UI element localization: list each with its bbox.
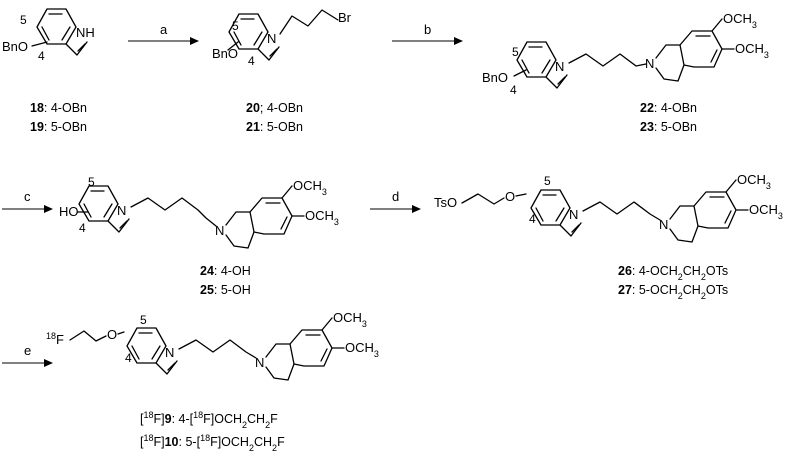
- position-5-label: 5: [88, 175, 95, 189]
- reagent-label-a: a: [160, 22, 168, 37]
- atom-18f: 18F: [46, 331, 64, 347]
- caption-18: 18: 4-OBn: [30, 101, 87, 115]
- caption-22: 22: 4-OBn: [640, 101, 697, 115]
- position-5-label: 5: [140, 313, 147, 327]
- atom-n: N: [555, 59, 564, 74]
- caption-23: 23: 5-OBn: [640, 120, 697, 134]
- position-4-label: 4: [38, 49, 45, 63]
- atom-och3: OCH3: [305, 208, 339, 227]
- atom-tso: TsO: [434, 195, 457, 210]
- position-4-label: 4: [529, 212, 536, 226]
- caption-18f-9: [18F]9: 4-[18F]OCH2CH2F: [140, 410, 278, 430]
- caption-26: 26: 4-OCH2CH2OTs: [618, 264, 728, 282]
- atom-n: N: [267, 31, 276, 46]
- caption-21: 21: 5-OBn: [246, 120, 303, 134]
- atom-nh: NH: [76, 25, 95, 40]
- position-4-label: 4: [125, 351, 132, 365]
- position-5-label: 5: [232, 19, 239, 33]
- compound-24-25-structure: N N OCH3 OCH3 5 4 HO: [59, 175, 339, 249]
- caption-27: 27: 5-OCH2CH2OTs: [618, 283, 728, 301]
- atom-n: N: [165, 345, 174, 360]
- compound-18-19-structure: NH 5 4 BnO: [2, 8, 95, 63]
- atom-ho: HO: [59, 204, 79, 219]
- position-5-label: 5: [544, 174, 551, 188]
- caption-25: 25: 5-OH: [200, 283, 251, 297]
- atom-och3: OCH3: [345, 340, 379, 359]
- atom-och3: OCH3: [333, 310, 367, 329]
- compound-18f-9-10-structure: 18F O N N OCH3 OCH3 5 4: [46, 310, 379, 381]
- atom-bno: BnO: [2, 39, 28, 54]
- reagent-label-d: d: [392, 189, 399, 204]
- reagent-label-c: c: [24, 189, 31, 204]
- atom-och3: OCH3: [723, 11, 757, 30]
- atom-bno: BnO: [212, 46, 238, 61]
- atom-och3: OCH3: [749, 202, 783, 221]
- atom-n: N: [215, 223, 224, 238]
- atom-och3: OCH3: [735, 41, 769, 60]
- atom-n: N: [569, 207, 578, 222]
- atom-br: Br: [338, 10, 352, 25]
- reagent-label-e: e: [24, 343, 31, 358]
- atom-n: N: [659, 217, 668, 232]
- position-4-label: 4: [79, 221, 86, 235]
- compound-26-27-structure: TsO O N N OCH3 OCH3 5 4: [434, 172, 783, 243]
- reagent-label-b: b: [424, 22, 431, 37]
- atom-n: N: [645, 56, 654, 71]
- atom-o: O: [107, 327, 117, 342]
- atom-och3: OCH3: [293, 178, 327, 197]
- caption-20: 20; 4-OBn: [246, 101, 303, 115]
- atom-o: O: [505, 189, 515, 204]
- position-5-label: 5: [512, 45, 519, 59]
- atom-och3: OCH3: [737, 172, 771, 191]
- position-4-label: 4: [510, 83, 517, 97]
- caption-19: 19: 5-OBn: [30, 120, 87, 134]
- position-5-label: 5: [20, 13, 27, 27]
- caption-24: 24: 4-OH: [200, 264, 251, 278]
- compound-22-23-structure: N N OCH3 OCH3 5 4 BnO: [482, 11, 769, 97]
- atom-bno: BnO: [482, 70, 508, 85]
- atom-n: N: [255, 355, 264, 370]
- caption-18f-10: [18F]10: 5-[18F]OCH2CH2F: [140, 433, 285, 453]
- compound-20-21-structure: N Br 5 4 BnO: [212, 9, 352, 68]
- atom-n: N: [117, 203, 126, 218]
- position-4-label: 4: [248, 54, 255, 68]
